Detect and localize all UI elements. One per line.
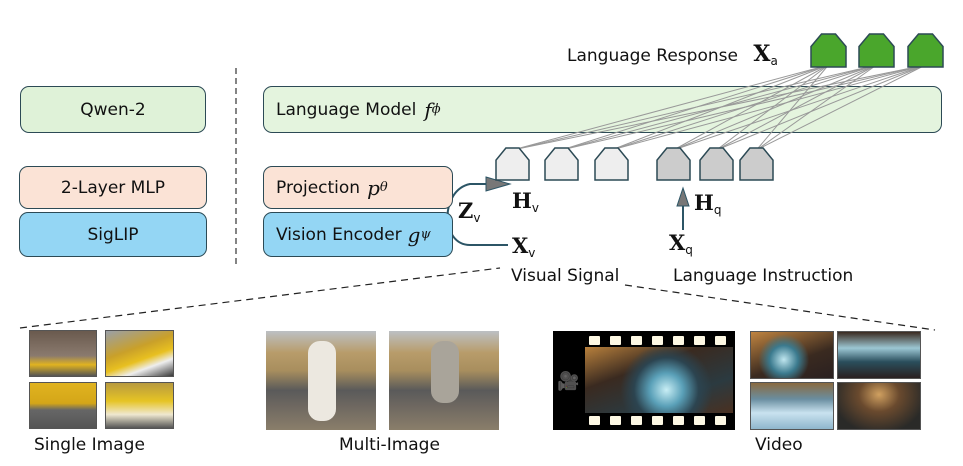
zv-symbol: Z <box>458 198 474 223</box>
single-image-tile <box>29 382 97 429</box>
qwen2-box: Qwen-2 <box>20 86 206 133</box>
film-hole <box>589 416 600 425</box>
film-hole <box>631 336 642 345</box>
film-hole <box>694 336 705 345</box>
hv-arrowhead <box>485 176 512 192</box>
video-caption: Video <box>755 435 803 455</box>
xv-label: Xv <box>512 233 535 260</box>
language-response-text: Language Response <box>567 46 738 66</box>
film-hole <box>715 416 726 425</box>
mlp-box: 2-Layer MLP <box>19 166 207 209</box>
projection-subscript: θ <box>379 180 388 195</box>
multi-image-dog <box>266 331 376 430</box>
xq-symbol: X <box>669 230 686 255</box>
video-frame <box>585 347 733 413</box>
visual-signal-label: Visual Signal <box>511 266 620 286</box>
multi-image-monkey <box>389 331 499 430</box>
film-hole <box>610 416 621 425</box>
language-model-label: Language Model <box>276 99 417 120</box>
monkey-figure <box>431 341 459 403</box>
video-frame-tile <box>750 331 834 379</box>
language-instruction-label: Language Instruction <box>673 266 854 286</box>
film-hole <box>631 416 642 425</box>
film-hole <box>589 336 600 345</box>
film-holes-bottom <box>589 416 735 426</box>
projection-label: Projection <box>276 177 361 198</box>
video-frame-tile <box>750 382 834 430</box>
xa-symbol: X <box>753 41 771 67</box>
video-frame-tile <box>837 331 921 379</box>
language-response-label: Language Response Xa <box>567 41 778 68</box>
zv-subscript: v <box>473 211 481 225</box>
single-image-tile <box>105 382 174 429</box>
film-hole <box>715 336 726 345</box>
projection-symbol: p <box>367 175 380 200</box>
hv-symbol: H <box>512 188 532 213</box>
xq-subscript: q <box>685 243 693 257</box>
zoom-line-left <box>19 267 501 329</box>
vision-encoder-symbol: g <box>407 222 421 247</box>
hq-arrowhead <box>676 186 690 207</box>
video-filmstrip: 🎥 <box>553 331 735 430</box>
multi-image-caption: Multi-Image <box>339 435 440 455</box>
dog-figure <box>308 341 336 421</box>
film-hole <box>610 336 621 345</box>
hq-subscript: q <box>713 203 722 217</box>
film-hole <box>652 336 663 345</box>
xa-subscript: a <box>770 54 778 68</box>
language-model-subscript: ϕ <box>431 102 441 117</box>
video-camera-icon: 🎥 <box>557 371 580 392</box>
single-image-tile <box>105 330 174 377</box>
siglip-label: SigLIP <box>87 224 139 245</box>
xq-label: Xq <box>669 230 693 257</box>
hv-label: Hv <box>512 188 539 215</box>
language-model-symbol: f <box>424 97 432 122</box>
vision-encoder-label: Vision Encoder <box>276 224 402 245</box>
video-frame-tile <box>837 382 921 430</box>
qwen2-label: Qwen-2 <box>80 99 146 120</box>
film-hole <box>673 336 684 345</box>
vision-encoder-subscript: ψ <box>420 227 431 242</box>
xv-subscript: v <box>528 246 536 260</box>
single-image-tile <box>29 330 97 377</box>
film-hole <box>673 416 684 425</box>
film-hole <box>694 416 705 425</box>
zoom-line-right <box>624 284 936 331</box>
film-hole <box>652 416 663 425</box>
mlp-label: 2-Layer MLP <box>60 177 166 198</box>
film-holes-top <box>589 336 735 346</box>
single-image-caption: Single Image <box>34 435 145 455</box>
hv-subscript: v <box>531 201 539 215</box>
siglip-box: SigLIP <box>19 212 207 257</box>
zv-label: Zv <box>458 198 480 225</box>
xv-symbol: X <box>512 233 529 258</box>
hq-symbol: H <box>694 190 714 215</box>
hq-label: Hq <box>694 190 721 217</box>
